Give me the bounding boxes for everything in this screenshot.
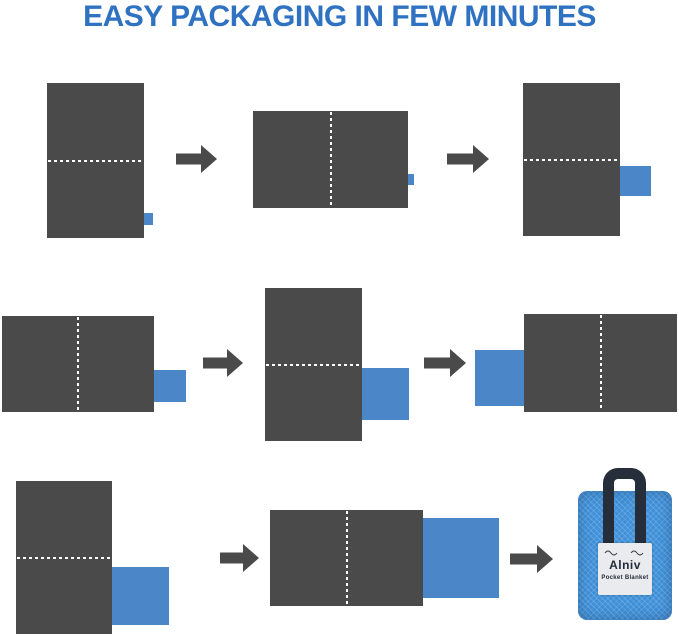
fold-line <box>266 363 361 366</box>
arrow-bar <box>176 153 202 165</box>
arrow-bar <box>424 357 451 369</box>
arrow-bar <box>220 552 244 564</box>
arrow-right-icon-5 <box>220 544 259 572</box>
arrow-bar <box>510 553 538 565</box>
arrow-head <box>537 545 553 573</box>
step2-blanket-panel <box>253 111 408 208</box>
step1-blanket-panel <box>47 83 144 238</box>
waves-icon <box>604 550 644 556</box>
step8-blanket-panel <box>270 510 423 606</box>
brand-name: Alniv <box>609 558 641 572</box>
arrow-right-icon-6 <box>510 545 553 573</box>
step5-blanket-panel <box>265 288 362 441</box>
arrow-bar <box>203 357 228 369</box>
page-title: EASY PACKAGING IN FEW MINUTES <box>83 0 596 33</box>
step7-blanket-panel <box>16 481 112 634</box>
arrow-right-icon-1 <box>176 145 217 173</box>
step1-pouch <box>144 213 153 225</box>
fold-line <box>345 511 348 605</box>
step5-pouch <box>361 368 409 420</box>
step6-pouch <box>475 350 525 406</box>
fold-line <box>524 158 619 161</box>
step3-pouch <box>620 166 651 196</box>
arrow-head <box>227 349 243 377</box>
product-name: Pocket Blanket <box>601 575 649 581</box>
arrow-head <box>201 145 217 173</box>
step2-pouch <box>405 174 414 185</box>
fold-line <box>17 556 111 559</box>
arrow-head <box>473 145 489 173</box>
step4-blanket-panel <box>2 316 154 412</box>
arrow-right-icon-3 <box>203 349 243 377</box>
bag-label: Alniv Pocket Blanket <box>598 543 652 595</box>
bag-handle <box>603 468 646 548</box>
arrow-right-icon-2 <box>447 145 489 173</box>
step7-pouch <box>112 567 169 625</box>
fold-line <box>329 112 332 207</box>
arrow-head <box>450 349 466 377</box>
arrow-right-icon-4 <box>424 349 466 377</box>
step8-pouch <box>422 518 499 598</box>
arrow-bar <box>447 153 474 165</box>
fold-line <box>599 315 602 411</box>
step4-pouch <box>153 370 186 402</box>
step3-blanket-panel <box>523 83 620 236</box>
fold-line <box>77 317 79 411</box>
step6-blanket-panel <box>524 314 677 412</box>
fold-line <box>48 159 143 162</box>
arrow-head <box>243 544 259 572</box>
